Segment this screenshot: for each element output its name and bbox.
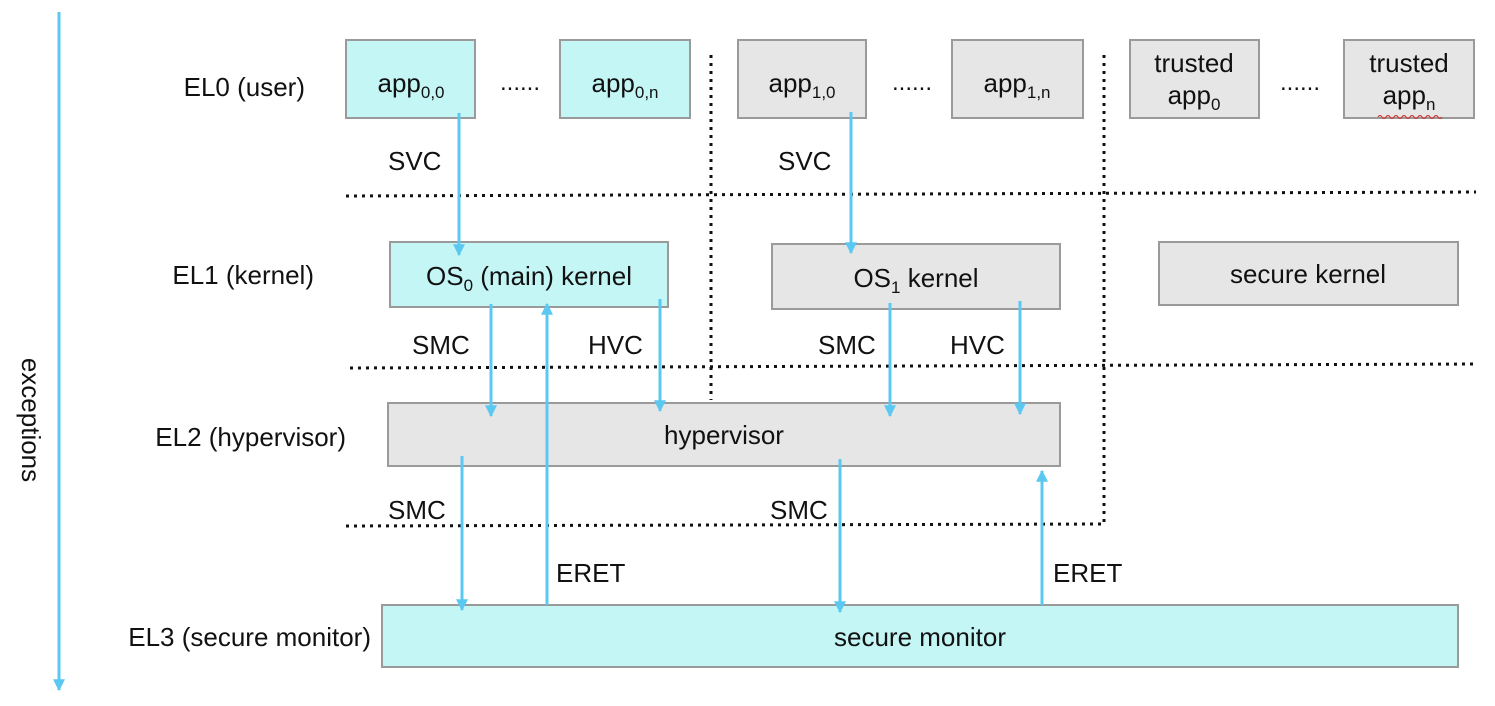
hvc-label-os0: HVC [588, 330, 643, 360]
os0-kernel-label: OS0 (main) kernel [426, 261, 632, 295]
trusted-app-0-box: trusted app0 [1129, 39, 1260, 119]
app-0-0-label: app0,0 [377, 68, 444, 102]
app-1-n-box: app1,n [951, 39, 1084, 119]
svc-label-vm0: SVC [388, 146, 441, 176]
divider-el1-el2 [349, 362, 1477, 370]
smc-label-hyp-right: SMC [770, 495, 828, 525]
exceptions-label: exceptions [16, 358, 46, 482]
app-1-n-label: app1,n [983, 68, 1050, 102]
el1-kernels: OS0 (main) kernel OS1 kernel secure kern… [389, 241, 1459, 310]
level-label-el3: EL3 (secure monitor) [128, 622, 371, 652]
app-1-0-box: app1,0 [737, 39, 867, 119]
secure-kernel-label: secure kernel [1230, 259, 1386, 289]
ellipsis-vm0: ...... [500, 69, 540, 96]
app-1-0-label: app1,0 [768, 68, 835, 102]
exceptions-axis: exceptions [16, 12, 65, 692]
os1-kernel-box: OS1 kernel [771, 243, 1061, 310]
hvc-label-os1: HVC [950, 330, 1005, 360]
el0-apps: app0,0 ...... app0,n app1,0 ...... app1,… [345, 39, 1475, 120]
level-labels: EL0 (user) EL1 (kernel) EL2 (hypervisor)… [128, 72, 371, 652]
divider-el2-el3 [345, 522, 1104, 528]
ellipsis-vm1: ...... [892, 69, 932, 96]
level-label-el2: EL2 (hypervisor) [155, 422, 346, 452]
level-label-el0: EL0 (user) [184, 72, 305, 102]
trusted-app-n-line2: appn [1383, 80, 1436, 114]
trusted-app-0-line2: app0 [1168, 80, 1221, 114]
dividers [345, 55, 1477, 528]
secure-monitor-label: secure monitor [834, 622, 1006, 652]
smc-label-hyp-left: SMC [388, 495, 446, 525]
smc-label-os0: SMC [412, 330, 470, 360]
os1-kernel-label: OS1 kernel [853, 263, 978, 297]
app-0-n-box: app0,n [559, 39, 691, 119]
app-0-n-label: app0,n [591, 68, 658, 102]
trusted-app-0-line1: trusted [1154, 48, 1234, 78]
level-label-el1: EL1 (kernel) [172, 260, 314, 290]
os0-kernel-box: OS0 (main) kernel [389, 241, 669, 308]
svc-label-vm1: SVC [778, 146, 831, 176]
trusted-app-n-box: trusted appn [1343, 39, 1475, 120]
eret-label-right: ERET [1053, 558, 1122, 588]
secure-kernel-box: secure kernel [1158, 241, 1459, 306]
smc-label-os1: SMC [818, 330, 876, 360]
spellcheck-underline [1377, 114, 1443, 120]
hypervisor-label: hypervisor [664, 420, 784, 450]
divider-el0-el1 [345, 190, 1477, 198]
trusted-app-n-line1: trusted [1369, 48, 1449, 78]
hypervisor-box: hypervisor [387, 402, 1061, 467]
app-0-0-box: app0,0 [345, 39, 476, 119]
ellipsis-secure: ...... [1280, 69, 1320, 96]
call-arrows [453, 112, 1048, 614]
call-labels: SVC SVC SMC HVC SMC HVC SMC SMC ERET ERE… [388, 146, 1122, 588]
eret-label-left: ERET [556, 558, 625, 588]
secure-monitor-box: secure monitor [381, 604, 1459, 668]
